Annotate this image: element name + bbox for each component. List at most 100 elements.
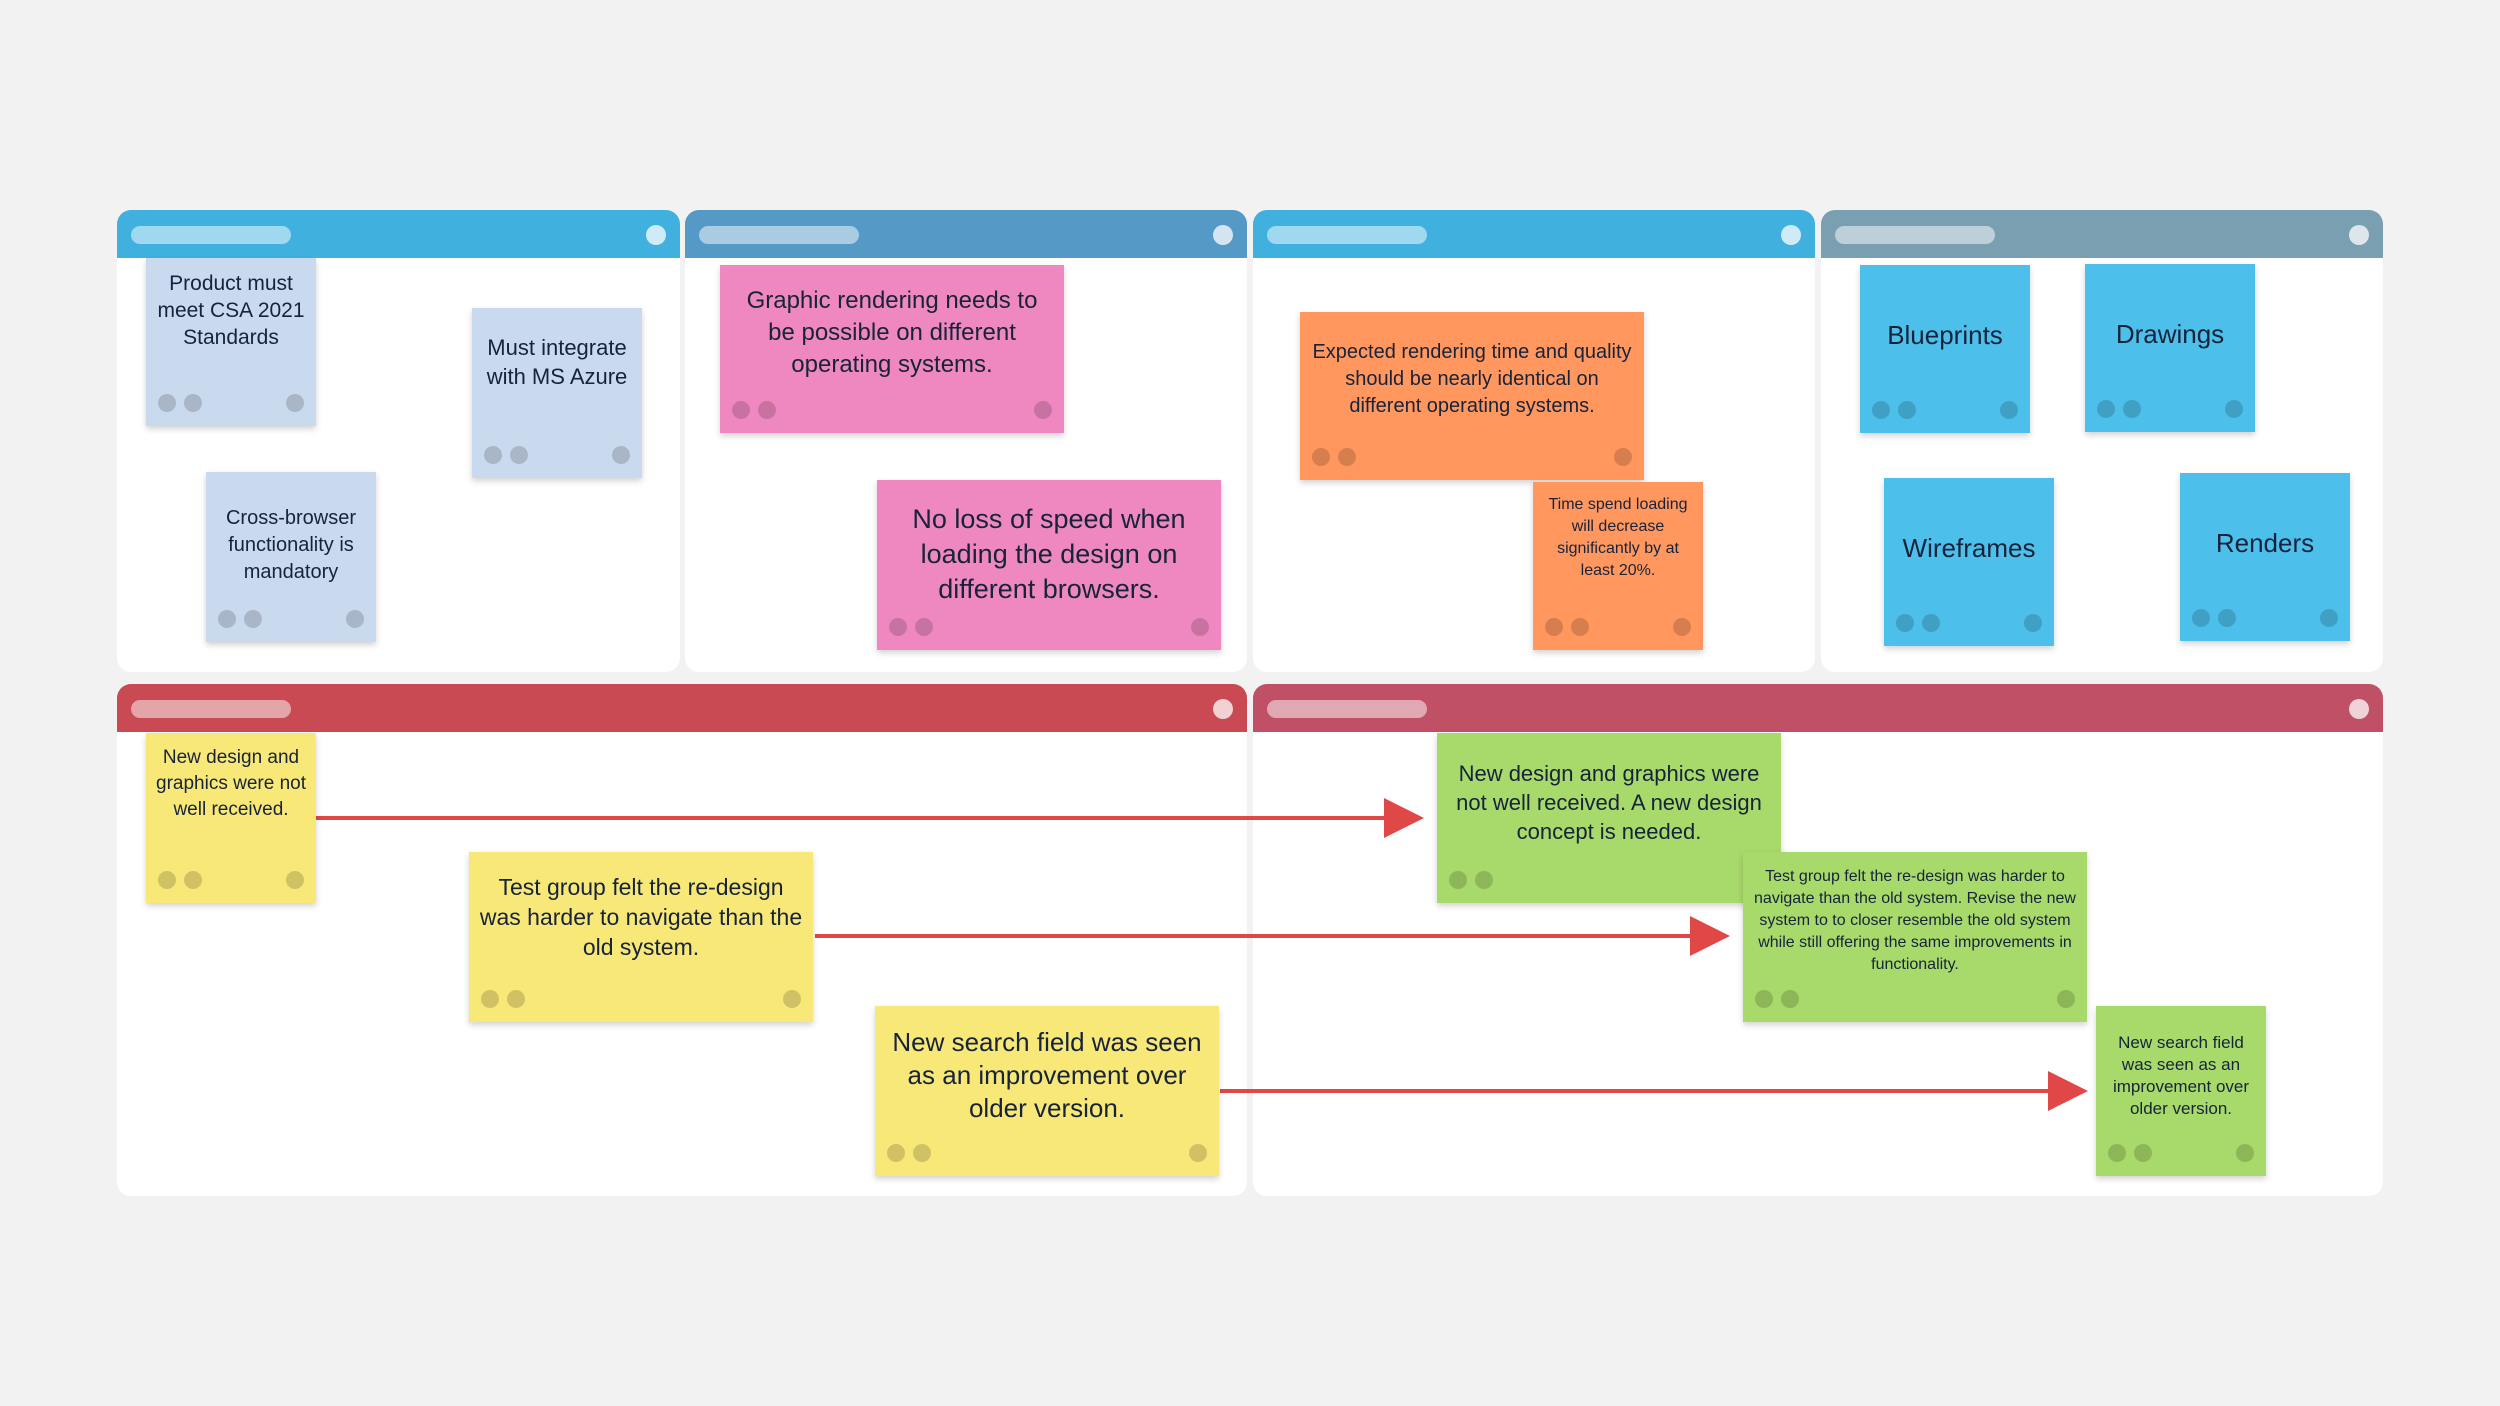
note-handle-dot (1755, 990, 1773, 1008)
note-text: Drawings (2115, 319, 2225, 349)
sticky-note[interactable]: New design and graphics were not well re… (1437, 733, 1781, 903)
note-handle-dot (612, 446, 630, 464)
note-handle-dot (1191, 618, 1209, 636)
panel-header (1253, 684, 2383, 732)
note-handle-dot (2097, 400, 2115, 418)
note-handle-dot (887, 1144, 905, 1162)
note-handle-dot (1896, 614, 1914, 632)
note-text: Cross-browser functionality is mandatory (225, 507, 357, 583)
note-handle-dot (1312, 448, 1330, 466)
note-handle-dot (758, 401, 776, 419)
note-handle-dot (286, 871, 304, 889)
note-handle-dot (1034, 401, 1052, 419)
note-text: No loss of speed when loading the design… (912, 504, 1186, 604)
sticky-note[interactable]: Product must meet CSA 2021 Standards (146, 258, 316, 426)
note-handle-dot (2218, 609, 2236, 627)
panel-header (117, 684, 1247, 732)
note-handle-dot (158, 871, 176, 889)
sticky-note[interactable]: Expected rendering time and quality shou… (1300, 312, 1644, 480)
note-handle-dot (1571, 618, 1589, 636)
note-handle-dot (2108, 1144, 2126, 1162)
title-placeholder (131, 700, 291, 718)
note-handle-dot (184, 394, 202, 412)
note-text: Blueprints (1887, 320, 2003, 350)
note-text: Expected rendering time and quality shou… (1312, 341, 1632, 417)
note-handle-dot (218, 610, 236, 628)
note-handle-dot (1338, 448, 1356, 466)
sticky-note[interactable]: Blueprints (1860, 265, 2030, 433)
note-handle-dot (286, 394, 304, 412)
sticky-note[interactable]: New search field was seen as an improvem… (2096, 1006, 2266, 1176)
sticky-note[interactable]: Test group felt the re-design was harder… (469, 852, 813, 1022)
note-text: New design and graphics were not well re… (156, 747, 306, 820)
sticky-note[interactable]: New search field was seen as an improvem… (875, 1006, 1219, 1176)
options-dot[interactable] (646, 225, 666, 245)
note-handle-dot (484, 446, 502, 464)
sticky-note[interactable]: Renders (2180, 473, 2350, 641)
note-handle-dot (2236, 1144, 2254, 1162)
note-handle-dot (2320, 609, 2338, 627)
sticky-note[interactable]: Time spend loading will decrease signifi… (1533, 482, 1703, 650)
note-text: New design and graphics were not well re… (1456, 761, 1762, 844)
panel-header (1253, 210, 1815, 258)
sticky-note[interactable]: Test group felt the re-design was harder… (1743, 852, 2087, 1022)
options-dot[interactable] (2349, 699, 2369, 719)
note-text: Test group felt the re-design was harder… (1754, 868, 2076, 973)
note-handle-dot (913, 1144, 931, 1162)
title-placeholder (131, 226, 291, 244)
note-text: Time spend loading will decrease signifi… (1548, 496, 1688, 579)
title-placeholder (1267, 226, 1427, 244)
sticky-note[interactable]: New design and graphics were not well re… (146, 733, 316, 903)
note-text: Renders (2215, 528, 2315, 558)
note-handle-dot (1898, 401, 1916, 419)
sticky-note[interactable]: Wireframes (1884, 478, 2054, 646)
title-placeholder (699, 226, 859, 244)
note-handle-dot (346, 610, 364, 628)
note-handle-dot (1189, 1144, 1207, 1162)
note-handle-dot (915, 618, 933, 636)
note-handle-dot (2192, 609, 2210, 627)
note-handle-dot (481, 990, 499, 1008)
note-handle-dot (2024, 614, 2042, 632)
note-handle-dot (1545, 618, 1563, 636)
note-handle-dot (2057, 990, 2075, 1008)
note-handle-dot (2000, 401, 2018, 419)
note-handle-dot (783, 990, 801, 1008)
panel-header (117, 210, 680, 258)
options-dot[interactable] (1781, 225, 1801, 245)
options-dot[interactable] (1213, 699, 1233, 719)
note-handle-dot (1673, 618, 1691, 636)
note-text: New search field was seen as an improvem… (892, 1027, 1202, 1123)
note-handle-dot (1922, 614, 1940, 632)
options-dot[interactable] (2349, 225, 2369, 245)
note-handle-dot (2134, 1144, 2152, 1162)
title-placeholder (1267, 700, 1427, 718)
panel-header (1821, 210, 2383, 258)
sticky-note[interactable]: Must integrate with MS Azure (472, 308, 642, 478)
note-handle-dot (244, 610, 262, 628)
note-handle-dot (2225, 400, 2243, 418)
note-handle-dot (1475, 871, 1493, 889)
note-text: Must integrate with MS Azure (486, 335, 628, 389)
note-handle-dot (1872, 401, 1890, 419)
note-handle-dot (1449, 871, 1467, 889)
sticky-note[interactable]: Drawings (2085, 264, 2255, 432)
note-text: Product must meet CSA 2021 Standards (157, 272, 305, 349)
note-handle-dot (1781, 990, 1799, 1008)
note-handle-dot (510, 446, 528, 464)
note-handle-dot (2123, 400, 2141, 418)
sticky-note[interactable]: Cross-browser functionality is mandatory (206, 472, 376, 642)
options-dot[interactable] (1213, 225, 1233, 245)
note-handle-dot (889, 618, 907, 636)
title-placeholder (1835, 226, 1995, 244)
panel-header (685, 210, 1247, 258)
note-handle-dot (507, 990, 525, 1008)
note-text: Wireframes (1902, 533, 2036, 563)
sticky-note[interactable]: No loss of speed when loading the design… (877, 480, 1221, 650)
note-handle-dot (184, 871, 202, 889)
note-handle-dot (1614, 448, 1632, 466)
note-text: Graphic rendering needs to be possible o… (746, 287, 1038, 378)
note-handle-dot (158, 394, 176, 412)
sticky-note[interactable]: Graphic rendering needs to be possible o… (720, 265, 1064, 433)
